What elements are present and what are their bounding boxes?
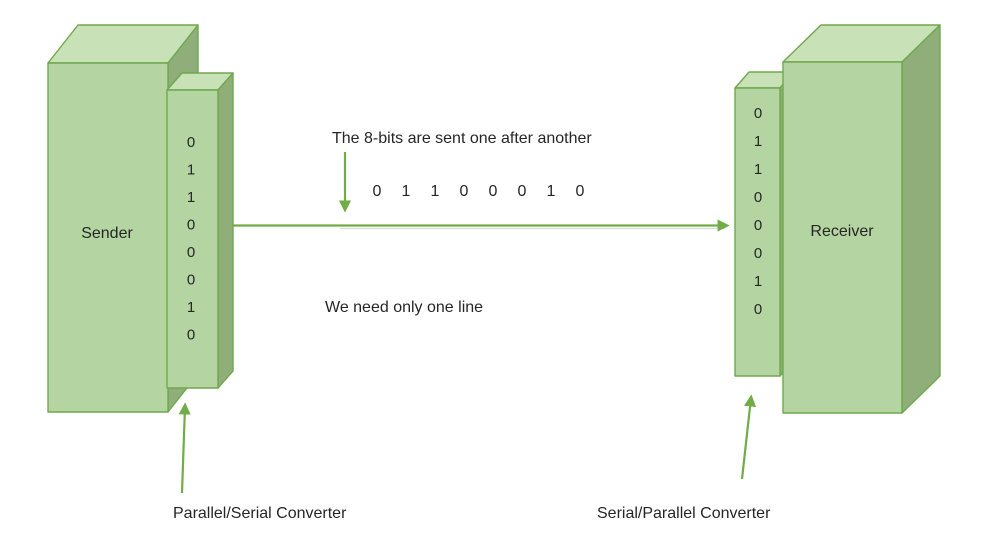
serial-bit: 1 xyxy=(547,183,556,200)
receiver-box-side-face xyxy=(901,24,941,414)
sender-bit: 1 xyxy=(187,299,195,316)
sender-converter-side-face xyxy=(217,72,234,389)
serial-bit: 0 xyxy=(576,183,585,200)
serial-line-group xyxy=(233,219,730,232)
serial-bit: 0 xyxy=(373,183,382,200)
receiver-bit: 0 xyxy=(754,301,762,318)
receiver-box: Receiver xyxy=(782,24,941,414)
sender-box-front-face xyxy=(47,62,169,413)
right-converter-label: Serial/Parallel Converter xyxy=(597,505,771,522)
sender-converter-front-face xyxy=(166,89,219,389)
serial-bit: 0 xyxy=(460,183,469,200)
sender-bit-column: 0 1 1 0 0 0 1 0 xyxy=(187,134,195,344)
receiver-box-front-face xyxy=(782,61,903,414)
bottom-caption: We need only one line xyxy=(325,299,483,316)
left-converter-arrow xyxy=(178,402,191,494)
receiver-bit-column: 0 1 1 0 0 0 1 0 xyxy=(754,105,762,318)
middle-annotations: The 8-bits are sent one after another 0 … xyxy=(325,130,592,316)
sender-bit: 1 xyxy=(187,162,195,179)
top-caption: The 8-bits are sent one after another xyxy=(332,130,592,147)
serial-bit: 0 xyxy=(518,183,527,200)
sender-bit: 0 xyxy=(187,244,195,261)
converter-callouts: Parallel/Serial Converter Serial/Paralle… xyxy=(173,394,771,522)
sender-bit: 0 xyxy=(187,134,195,151)
left-converter-label: Parallel/Serial Converter xyxy=(173,505,347,522)
sender-bit: 0 xyxy=(187,272,195,289)
sender-bit: 0 xyxy=(187,327,195,344)
receiver-bit: 0 xyxy=(754,217,762,234)
sender-bit: 1 xyxy=(187,189,195,206)
receiver-bit: 0 xyxy=(754,105,762,122)
right-converter-arrow xyxy=(740,394,757,480)
serial-bit: 1 xyxy=(431,183,440,200)
serial-bit: 0 xyxy=(489,183,498,200)
receiver-bit: 1 xyxy=(754,133,762,150)
receiver-bit: 1 xyxy=(754,273,762,290)
receiver-bit: 0 xyxy=(754,189,762,206)
receiver-label: Receiver xyxy=(810,223,874,240)
sender-label: Sender xyxy=(81,225,133,242)
receiver-bit: 0 xyxy=(754,245,762,262)
receiver-converter-front-face xyxy=(734,87,781,377)
serial-bits-row: 0 1 1 0 0 0 1 0 xyxy=(373,183,585,200)
sender-converter-column: 0 1 1 0 0 0 1 0 xyxy=(166,72,234,389)
sender-bit: 0 xyxy=(187,217,195,234)
serial-bit: 1 xyxy=(402,183,411,200)
receiver-bit: 1 xyxy=(754,161,762,178)
